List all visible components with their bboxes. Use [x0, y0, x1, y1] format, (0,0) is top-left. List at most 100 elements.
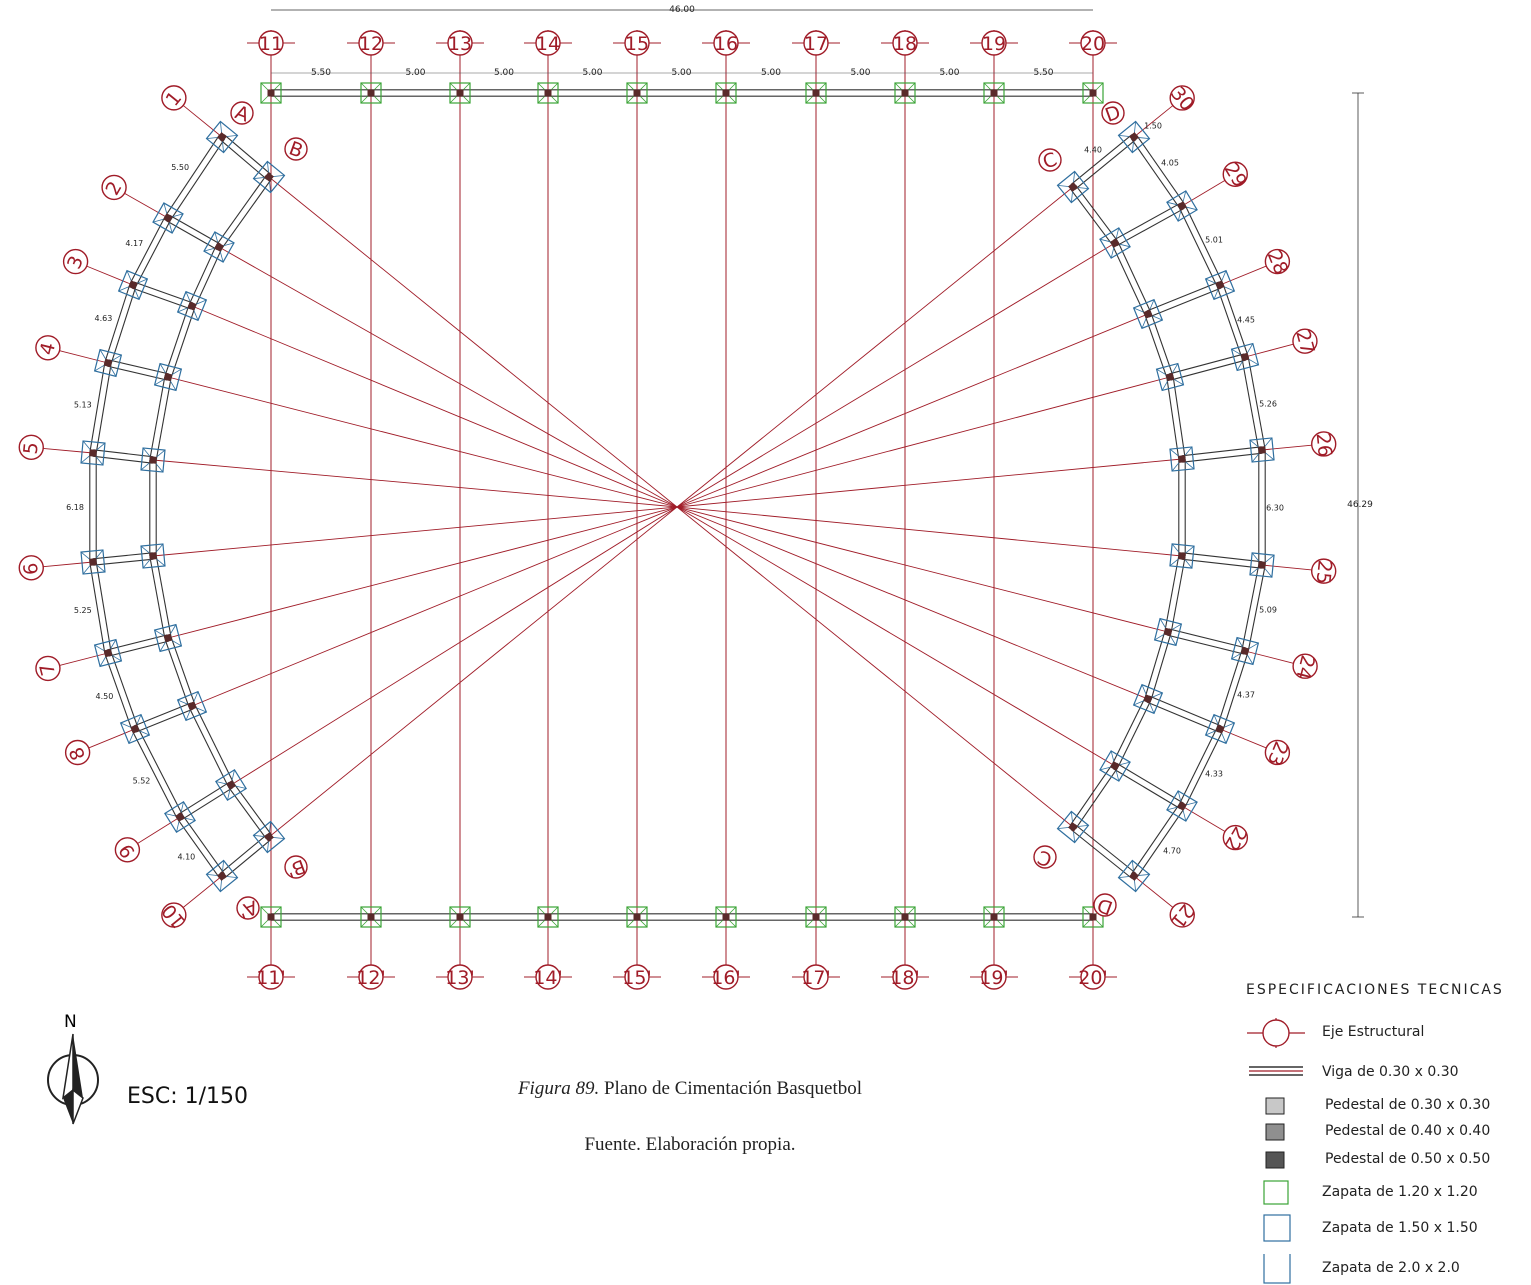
beam-outer-right-1-edge-a: [1178, 207, 1218, 287]
legend-label-pedestal-050: Pedestal de 0.50 x 0.50: [1325, 1151, 1491, 1167]
footing-bottom-4-pedestal: [633, 913, 641, 921]
footing-right-inner-3-outline: [1155, 362, 1185, 392]
axis-label-right-0-bubble: [1169, 85, 1195, 111]
footing-left-inner-6-outline: [153, 623, 183, 653]
beam-radial-right-5-edge-b: [1181, 558, 1262, 569]
dim-top-span-5: 5.00: [761, 68, 781, 78]
beam-inner-left-2-edge-b: [170, 306, 196, 379]
beam-radial-left-0-edge-a: [219, 139, 268, 180]
footing-right-outer-3: [1230, 342, 1260, 372]
footing-right-inner-0-pedestal: [1068, 182, 1078, 192]
footing-left-outer-9: [205, 859, 239, 893]
axis-label-left-3-bubble: [35, 335, 61, 361]
beam-outer-right-6-edge-b: [1222, 651, 1249, 731]
footing-left-inner-1-pedestal: [214, 242, 224, 252]
footing-right-inner-6-outline: [1153, 617, 1183, 647]
axis-ext-right-4: [1261, 444, 1312, 451]
beam-radial-left-0-edge-b: [223, 134, 272, 175]
footing-right-inner-3-pedestal: [1165, 372, 1175, 382]
footing-right-inner-7-pedestal: [1143, 694, 1153, 704]
axis-radial-left-3: [167, 376, 678, 508]
beam-radial-right-9-edge-a: [1074, 824, 1137, 874]
legend-label-axis: Eje Estructural: [1322, 1024, 1425, 1040]
ring-label-a-prime-bubble: [236, 896, 260, 920]
beam-inner-right-2-edge-a: [1144, 314, 1168, 379]
axis-label-right-8: 22: [1220, 823, 1251, 855]
axis-label-left-3: 4: [36, 340, 60, 357]
footing-right-outer-9-pedestal: [1129, 871, 1139, 881]
beam-inner-left-0-edge-b: [221, 178, 273, 250]
legend-item-footing-120: Zapata de 1.20 x 1.20: [1245, 1178, 1531, 1208]
beam-inner-right-8-edge-b: [1075, 767, 1119, 830]
dim-right-span-7: 5.09: [1259, 606, 1277, 615]
beam-icon: [1249, 1066, 1303, 1076]
pedestal-light-icon: [1265, 1097, 1285, 1115]
beam-outer-left-5-edge-b: [95, 561, 112, 653]
axis-label-right-7-bubble: [1264, 739, 1291, 766]
axis-radial-left-7: [191, 506, 678, 707]
footing-right-inner-1-outline: [1099, 227, 1131, 259]
footing-right-inner-2: [1132, 298, 1164, 330]
beam-outer-right-5-edge-b: [1247, 565, 1266, 652]
axis-label-right-6: 24: [1291, 653, 1318, 682]
legend-item-footing-200: Zapata de 2.0 x 2.0: [1245, 1254, 1531, 1284]
footing-right-inner-8-outline: [1099, 750, 1131, 782]
footing-left-outer-6: [93, 638, 123, 668]
footing-top-1-outline: [360, 82, 382, 104]
footing-right-inner-6-pedestal: [1163, 627, 1173, 637]
beam-outer-right-5-edge-a: [1241, 564, 1260, 651]
footing-bottom-1-pedestal: [367, 913, 375, 921]
beam-outer-left-5-edge-a: [89, 562, 106, 654]
legend-item-beam: Viga de 0.30 x 0.30: [1245, 1058, 1531, 1088]
figure-source: Fuente. Elaboración propia.: [584, 1134, 796, 1155]
ring-label-d: D: [1102, 101, 1123, 127]
footing-right-inner-9-outline: [1056, 810, 1090, 844]
footing-right-outer-4: [1249, 437, 1275, 463]
dim-left-span-7: 5.52: [133, 777, 151, 786]
beam-radial-right-4-edge-b: [1182, 452, 1263, 463]
axis-radial-right-7: [676, 506, 1149, 700]
axis-label-top-2: 13: [448, 33, 472, 55]
footing-top-0: [260, 82, 282, 104]
footing-left-outer-5-outline: [80, 549, 106, 575]
legend-label-footing-120: Zapata de 1.20 x 1.20: [1322, 1184, 1478, 1200]
footing-bottom-8: [983, 906, 1005, 928]
beam-inner-right-2-edge-b: [1150, 312, 1174, 377]
footing-bottom-2: [449, 906, 471, 928]
beam-outer-left-7-edge-b: [137, 727, 184, 816]
axis-radial-right-9: [676, 506, 1074, 828]
dim-left-span-8: 4.10: [177, 852, 195, 861]
beam-inner-right-6-edge-b: [1150, 632, 1172, 701]
footing-left-outer-1: [152, 202, 184, 234]
beam-outer-right-0-edge-b: [1136, 134, 1186, 205]
beam-outer-right-1-edge-b: [1184, 204, 1224, 284]
axis-label-right-9: 21: [1166, 900, 1198, 933]
footing-bottom-5: [715, 906, 737, 928]
dim-right-span-1: 4.40: [1084, 146, 1102, 155]
footing-top-2-pedestal: [456, 89, 464, 97]
beam-outer-left-8-edge-a: [176, 818, 220, 879]
beam-radial-right-3-edge-b: [1170, 359, 1246, 381]
beam-inner-left-6-edge-a: [164, 638, 190, 708]
footing-right-outer-2-outline: [1204, 269, 1236, 301]
beam-radial-right-3-edge-a: [1169, 353, 1245, 375]
beam-radial-right-4-edge-a: [1181, 446, 1262, 457]
dim-right-span-3: 5.01: [1205, 236, 1223, 245]
axis-label-left-4: 5: [20, 441, 43, 455]
footing-left-outer-7-pedestal: [130, 724, 140, 734]
axis-labels: 1111'1212'1313'1414'1515'1616'1717'1818'…: [18, 30, 1337, 990]
beam-outer-left-6-edge-b: [110, 651, 139, 729]
beam-inner-right-3-edge-b: [1172, 376, 1186, 459]
footing-right-inner-4-pedestal: [1178, 455, 1186, 463]
footing-right-inner-2-pedestal: [1143, 309, 1153, 319]
axis-label-left-5: 6: [20, 562, 43, 576]
scale-label: ESC: 1/150: [127, 1084, 249, 1109]
beam-outer-right-8-edge-a: [1130, 803, 1180, 875]
beam-inner-left-8-edge-a: [227, 786, 267, 840]
beam-outer-left-2-edge-b: [110, 285, 137, 365]
footing-right-inner-8-pedestal: [1110, 761, 1120, 771]
footing-left-inner-4-pedestal: [149, 456, 157, 464]
footing-right-inner-1: [1099, 227, 1131, 259]
axis-label-top-5: 16: [714, 33, 738, 55]
footing-right-outer-1-outline: [1166, 190, 1198, 222]
